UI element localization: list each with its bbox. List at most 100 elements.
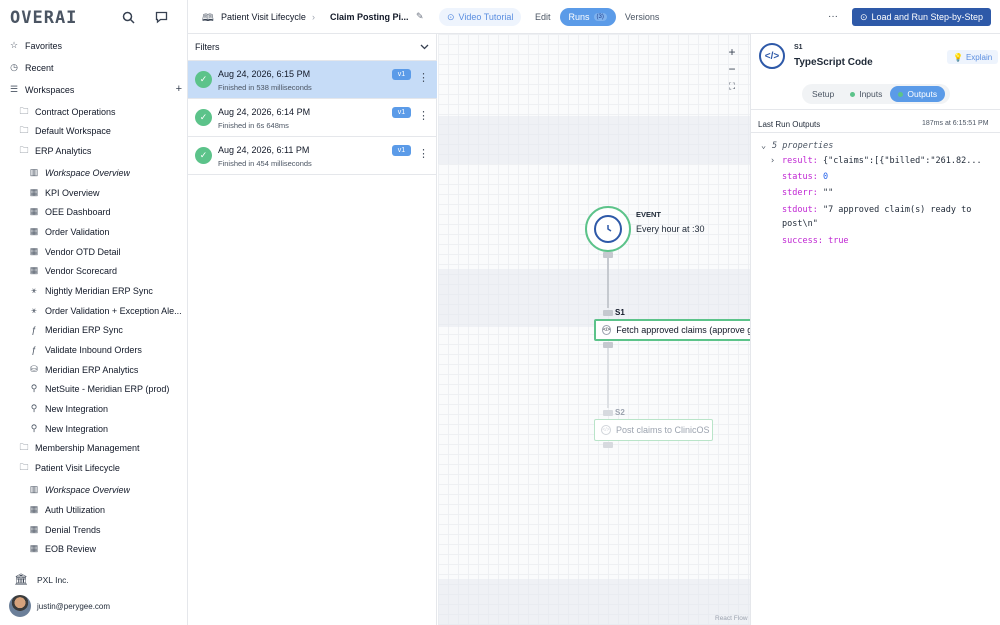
user-menu[interactable]: justin@perygee.com bbox=[9, 595, 110, 617]
tab-versions[interactable]: Versions bbox=[624, 12, 660, 22]
stdout-row: stdout: "7 approved claim(s) ready to bbox=[782, 205, 972, 215]
kebab-menu-icon[interactable]: ⋮ bbox=[418, 72, 429, 84]
panel-tabs: Setup Inputs Outputs bbox=[802, 84, 950, 104]
tab-setup[interactable]: Setup bbox=[812, 89, 835, 99]
node-handle[interactable] bbox=[603, 310, 613, 316]
version-badge: v1 bbox=[392, 107, 411, 118]
react-flow-attribution[interactable]: React Flow bbox=[715, 615, 748, 622]
plug-icon: ⚲ bbox=[30, 423, 38, 433]
sidebar-item-label: New Integration bbox=[45, 403, 109, 414]
sidebar-item[interactable]: ▥Workspace Overview bbox=[0, 480, 188, 499]
sidebar-item[interactable]: ▦ KPI Overview bbox=[0, 183, 188, 202]
folder-icon: 🗀 bbox=[19, 105, 29, 116]
sidebar-item[interactable]: ▦Denial Trends bbox=[0, 520, 188, 539]
stderr-row: stderr: "" bbox=[782, 188, 834, 198]
sidebar-item[interactable]: ⛁Meridian ERP Analytics bbox=[0, 360, 188, 379]
status-row: status: 0 bbox=[782, 172, 829, 182]
node-handle[interactable] bbox=[603, 442, 613, 448]
tab-runs[interactable]: Runs(3) bbox=[559, 8, 616, 26]
tab-inputs[interactable]: Inputs bbox=[842, 86, 890, 102]
clock-icon bbox=[594, 215, 622, 243]
workflow-canvas[interactable]: + − ⛶ EVENT Every hour at :30 S1 </>Fetc… bbox=[438, 34, 750, 625]
sidebar-item[interactable]: ⚹Order Validation + Exception Ale... bbox=[0, 301, 188, 320]
sidebar-item[interactable]: ▦Vendor OTD Detail bbox=[0, 242, 188, 261]
sidebar-item-label: Patient Visit Lifecycle bbox=[35, 462, 120, 473]
table-icon: ▦ bbox=[29, 265, 39, 275]
breadcrumb-parent[interactable]: Patient Visit Lifecycle bbox=[221, 12, 306, 22]
divider bbox=[751, 109, 1000, 110]
kebab-menu-icon[interactable]: ⋮ bbox=[418, 148, 429, 160]
video-tutorial-button[interactable]: ⊙ Video Tutorial bbox=[439, 8, 522, 26]
sidebar-item[interactable]: ▦Vendor Scorecard bbox=[0, 261, 188, 280]
sidebar-item[interactable]: ⚲New Integration bbox=[0, 419, 188, 438]
edge-line bbox=[607, 258, 609, 308]
output-tree: ⌄ 5 properties › result: {"claims":[{"bi… bbox=[751, 138, 1000, 258]
sidebar-item[interactable]: ▦Auth Utilization bbox=[0, 500, 188, 519]
sidebar-item[interactable]: ▦OEE Dashboard bbox=[0, 202, 188, 221]
table-icon: ▦ bbox=[29, 187, 39, 197]
sidebar-item[interactable]: ▦Order Validation bbox=[0, 222, 188, 241]
zoom-out-icon[interactable]: − bbox=[728, 62, 736, 76]
folder-icon: 🗀 bbox=[19, 441, 29, 452]
add-workspace-icon[interactable]: + bbox=[175, 83, 182, 95]
canvas-band bbox=[438, 579, 750, 625]
explain-button[interactable]: 💡Explain bbox=[947, 50, 999, 64]
node-handle[interactable] bbox=[603, 342, 613, 348]
node-handle[interactable] bbox=[603, 252, 613, 258]
sidebar-item[interactable]: 🗀Default Workspace bbox=[0, 121, 188, 140]
step-detail-panel: </> S1 TypeScript Code 💡Explain Setup In… bbox=[750, 34, 1000, 625]
run-date: Aug 24, 2026, 6:11 PM bbox=[218, 145, 310, 155]
sidebar-item[interactable]: ⚹Nightly Meridian ERP Sync bbox=[0, 281, 188, 300]
sidebar-item[interactable]: 🗀Patient Visit Lifecycle bbox=[0, 458, 188, 477]
app-logo[interactable]: OVERAI bbox=[10, 8, 78, 28]
sidebar-item[interactable]: 🗀Contract Operations bbox=[0, 102, 188, 121]
star-icon: ☆ bbox=[9, 40, 19, 50]
nav-workspaces[interactable]: ☰Workspaces + bbox=[9, 83, 182, 95]
tab-outputs[interactable]: Outputs bbox=[890, 86, 946, 102]
load-and-run-button[interactable]: ⊙ Load and Run Step-by-Step bbox=[852, 8, 991, 26]
section-title: Last Run Outputs bbox=[758, 120, 821, 129]
sidebar-item[interactable]: 🗀ERP Analytics bbox=[0, 141, 188, 160]
sidebar-item-label: KPI Overview bbox=[45, 187, 100, 198]
layers-icon: ☰ bbox=[9, 84, 19, 94]
zoom-in-icon[interactable]: + bbox=[728, 45, 736, 59]
chevron-right-icon[interactable]: › bbox=[770, 156, 776, 166]
tab-edit[interactable]: Edit bbox=[535, 12, 551, 22]
result-row[interactable]: result: {"claims":[{"billed":"261.82... bbox=[782, 156, 982, 166]
sidebar-item-label: Membership Management bbox=[35, 442, 140, 453]
more-options-icon[interactable]: ··· bbox=[828, 11, 838, 22]
search-icon[interactable] bbox=[120, 9, 136, 25]
step1-node[interactable]: </>Fetch approved claims (approve g bbox=[594, 319, 750, 341]
sidebar-item[interactable]: ▥Workspace Overview bbox=[0, 163, 188, 182]
fit-view-icon[interactable]: ⛶ bbox=[728, 80, 736, 91]
building-icon: 🏛 bbox=[14, 574, 28, 586]
kebab-menu-icon[interactable]: ⋮ bbox=[418, 110, 429, 122]
play-circle-icon: ⊙ bbox=[859, 11, 868, 22]
event-trigger-node[interactable] bbox=[585, 206, 631, 252]
chevron-down-icon[interactable]: ⌄ bbox=[761, 141, 767, 151]
sidebar-item[interactable]: ▦EOB Review bbox=[0, 539, 188, 558]
nav-favorites[interactable]: ☆Favorites bbox=[9, 40, 63, 51]
function-icon: ƒ bbox=[31, 324, 37, 335]
edit-pencil-icon[interactable]: ✎ bbox=[416, 11, 424, 21]
nav-recent[interactable]: ◷Recent bbox=[0, 58, 188, 77]
workflow-icon: ⚹ bbox=[31, 285, 37, 295]
step2-node[interactable]: </>Post claims to ClinicOS bbox=[594, 419, 713, 441]
table-icon: ▦ bbox=[29, 504, 39, 514]
run-date: Aug 24, 2026, 6:15 PM bbox=[218, 69, 311, 79]
node-handle[interactable] bbox=[603, 410, 613, 416]
filters-dropdown[interactable]: Filters bbox=[188, 34, 437, 61]
org-switcher[interactable]: 🏛 PXL Inc. bbox=[14, 574, 69, 586]
sidebar-item[interactable]: ⚲New Integration bbox=[0, 399, 188, 418]
sidebar-item[interactable]: 🗀 Membership Management bbox=[0, 438, 188, 457]
chat-icon[interactable] bbox=[153, 9, 169, 25]
sidebar-item[interactable]: ⚲NetSuite - Meridian ERP (prod) bbox=[0, 379, 188, 398]
runs-count-badge: (3) bbox=[593, 13, 607, 21]
stdout-row-cont: post\n" bbox=[782, 219, 818, 229]
